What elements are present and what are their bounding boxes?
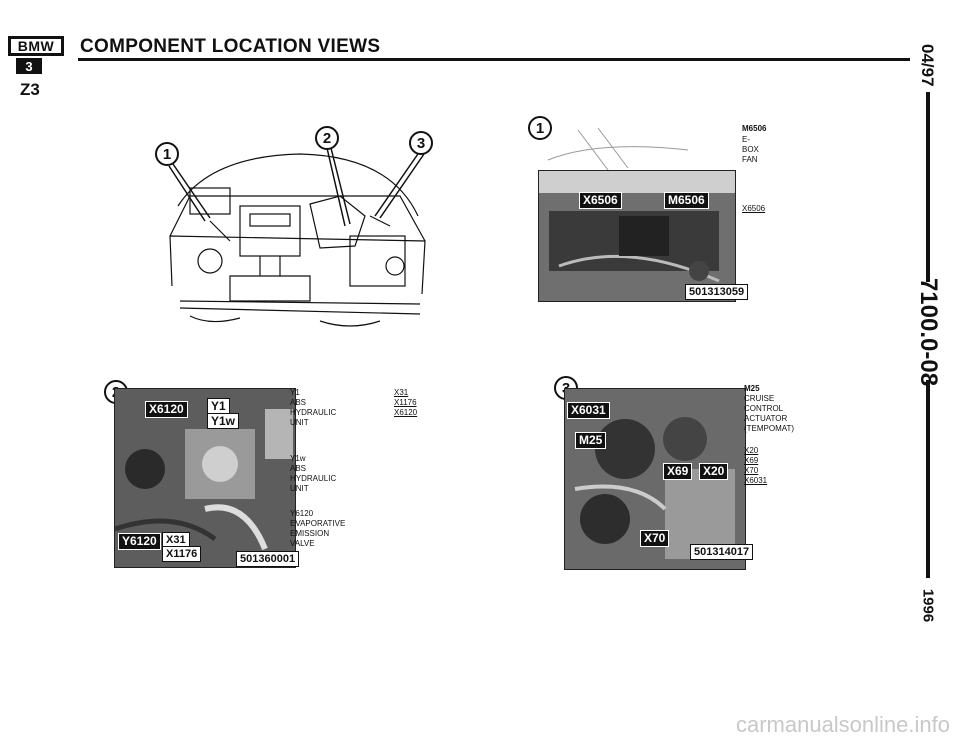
watermark: carmanualsonline.info (735, 712, 950, 737)
tag-x6120: X6120 (145, 401, 188, 418)
item-y1w: Y1w ABS HYDRAULIC UNIT (290, 454, 336, 494)
connector-x6120: X6120 (394, 408, 418, 417)
connector-x31: X31 (394, 388, 409, 397)
page-title: COMPONENT LOCATION VIEWS (80, 36, 381, 57)
faded-sketch (547, 127, 689, 171)
tag-y1w: Y1w (207, 413, 240, 429)
page-number: 7100.0-08 (915, 277, 942, 387)
engine-bay-drawing: 1 2 3 (150, 126, 440, 336)
photo-ebox (538, 170, 736, 302)
label-m6506-code: M6506 (742, 124, 767, 133)
item-y6120-line2: EMISSION VALVE (290, 529, 330, 548)
tag-x6031: X6031 (567, 402, 610, 419)
engine-bay-illustration (168, 147, 426, 327)
connector-list-fig4: X20 X69 X70 X6031 (744, 446, 767, 486)
connector-x70: X70 (744, 466, 759, 475)
item-y1: Y1 ABS HYDRAULIC UNIT (290, 388, 336, 428)
item-y1w-line1: ABS HYDRAULIC (290, 464, 337, 483)
photo-id-fig4: 501314017 (690, 544, 754, 560)
label-m25: M25 CRUISE CONTROL ACTUATOR (TEMPOMAT) (744, 384, 794, 434)
photo-id-fig2: 501313059 (685, 284, 749, 300)
connector-x1176: X1176 (394, 398, 417, 407)
tag-x1176: X1176 (162, 546, 202, 562)
tag-y1: Y1 (207, 398, 230, 414)
tag-x70: X70 (640, 530, 670, 547)
label-m25-code: M25 (744, 384, 760, 393)
logo-series: 3 (16, 58, 42, 74)
callout-2: 2 (315, 126, 339, 150)
tag-x6506: X6506 (579, 192, 622, 209)
tag-x20: X20 (699, 463, 729, 480)
label-m25-line2: ACTUATOR (744, 414, 788, 423)
connector-x6506: X6506 (742, 204, 766, 213)
logo-text: BMW (8, 36, 64, 56)
connector-x69: X69 (744, 456, 759, 465)
photo-ebox-art (539, 171, 735, 301)
item-y6120-code: Y6120 (290, 509, 314, 518)
tag-x69: X69 (663, 463, 693, 480)
item-y1w-line2: UNIT (290, 484, 309, 493)
item-y6120: Y6120 EVAPORATIVE EMISSION VALVE (290, 509, 345, 549)
callout-fig2: 1 (528, 116, 552, 140)
callout-3: 3 (409, 131, 433, 155)
model-label: Z3 (20, 80, 40, 99)
item-y1-code: Y1 (290, 388, 300, 397)
photo-cruise-art (565, 389, 745, 569)
issue-date: 04/97 (918, 44, 937, 87)
margin-line-top (926, 92, 930, 282)
photo-id-fig3: 501360001 (236, 551, 300, 567)
item-y1-line1: ABS HYDRAULIC (290, 398, 337, 417)
tag-m6506: M6506 (664, 192, 709, 209)
tag-y6120: Y6120 (118, 533, 161, 550)
photo-top-fade (538, 120, 734, 171)
bmw-logo: BMW 3 (8, 36, 64, 74)
callout-1: 1 (155, 142, 179, 166)
connector-x6031: X6031 (744, 476, 768, 485)
title-rule (78, 58, 910, 61)
tag-m25: M25 (575, 432, 607, 449)
item-y1-line2: UNIT (290, 418, 309, 427)
connector-x20: X20 (744, 446, 759, 455)
margin-line-bottom (926, 380, 930, 578)
model-year: 1996 (919, 588, 937, 623)
connector-list-fig3: X31 X1176 X6120 (394, 388, 417, 418)
label-m6506-desc: E-BOX FAN (742, 135, 759, 164)
label-m25-line1: CRUISE CONTROL (744, 394, 784, 413)
item-y6120-line1: EVAPORATIVE (290, 519, 346, 528)
label-m25-line3: (TEMPOMAT) (744, 424, 795, 433)
item-y1w-code: Y1w (290, 454, 306, 463)
